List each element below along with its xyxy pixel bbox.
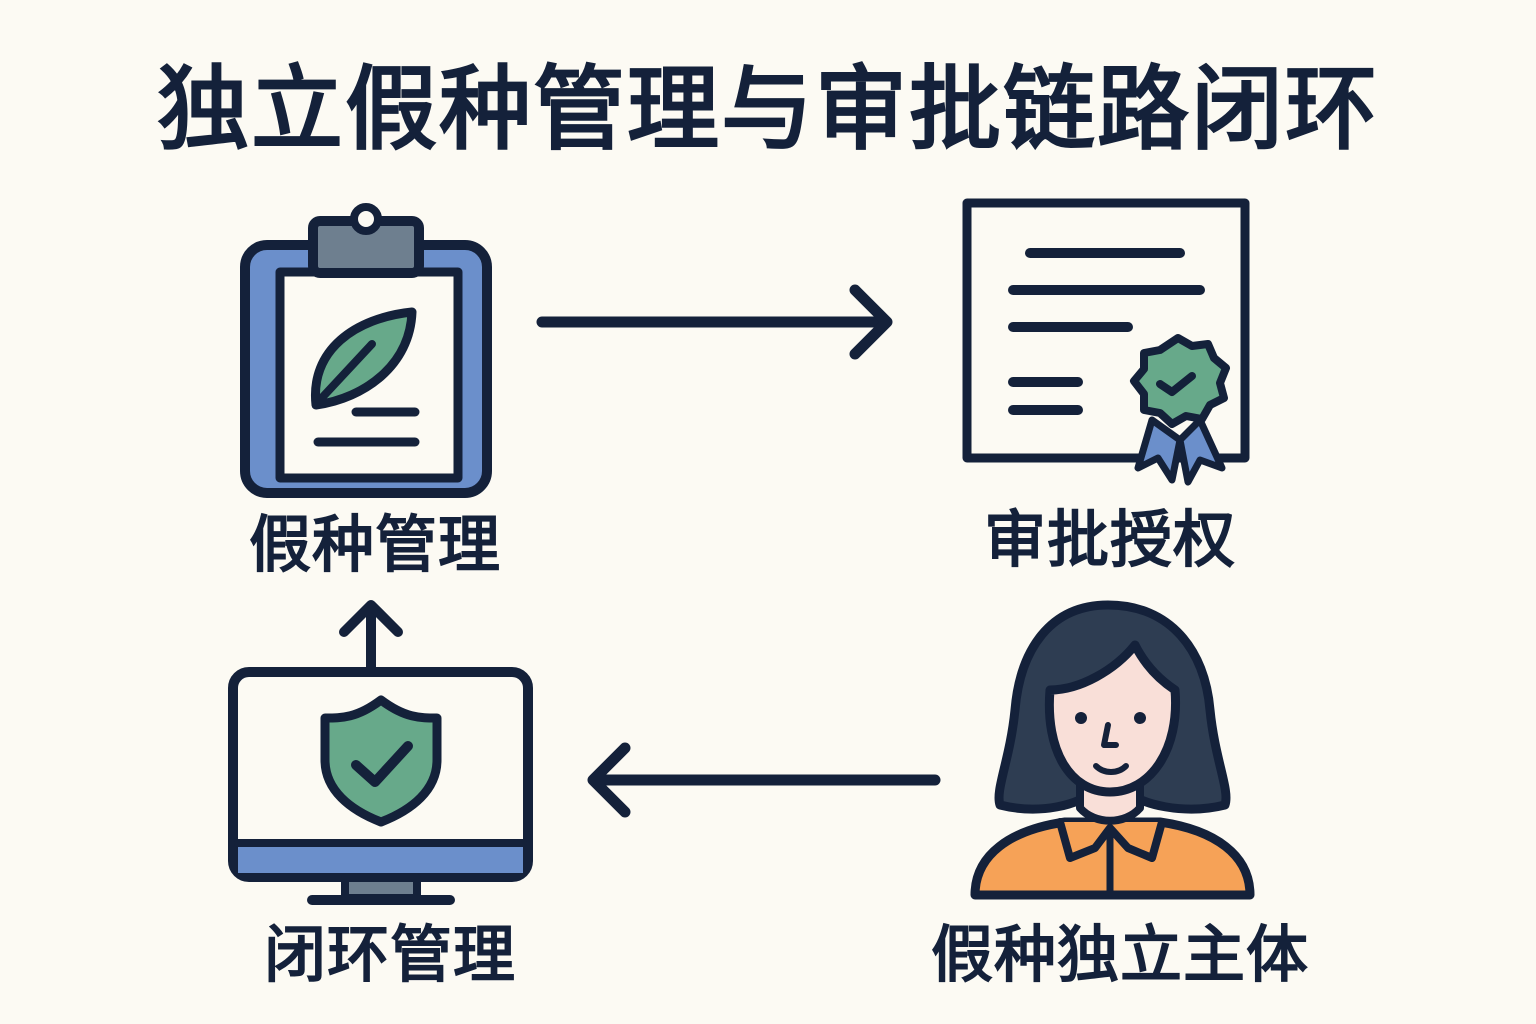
arrow-left-icon — [587, 742, 941, 818]
person-icon — [970, 600, 1255, 900]
node-label-subject: 假种独立主体 — [930, 918, 1309, 991]
node-label-fake-management: 假种管理 — [248, 508, 501, 581]
monitor-shield-icon — [228, 667, 533, 905]
diagram-title: 独立假种管理与审批链路闭环 — [156, 56, 1379, 163]
node-label-approval: 审批授权 — [983, 503, 1236, 576]
certificate-icon — [962, 198, 1250, 486]
clipboard-leaf-icon — [240, 203, 492, 498]
node-label-closed-loop: 闭环管理 — [263, 918, 516, 991]
arrow-up-icon — [339, 600, 403, 673]
arrow-right-icon — [536, 284, 893, 360]
